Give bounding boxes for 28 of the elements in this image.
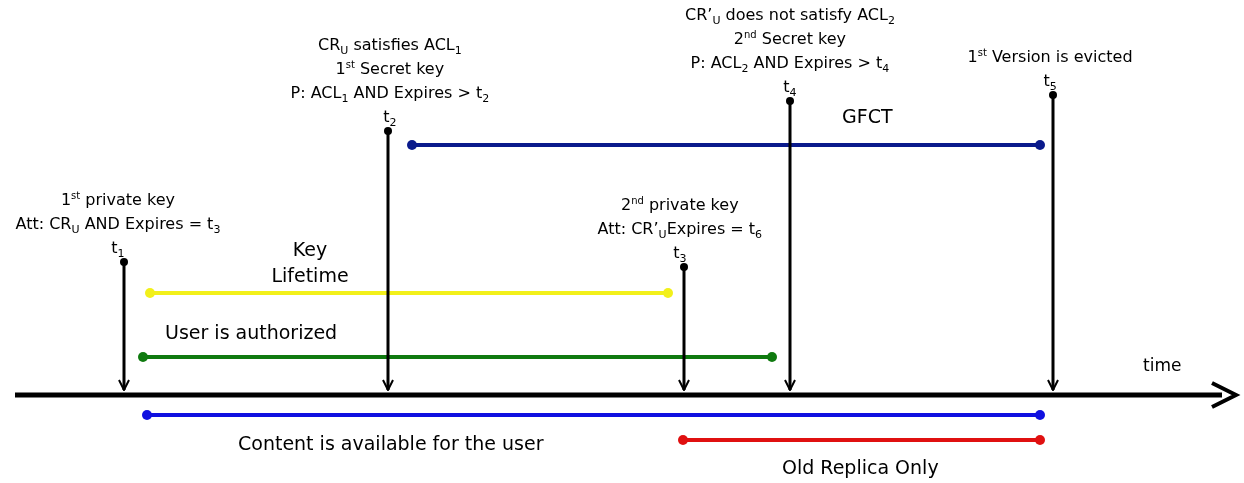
event-text: 1$^{st}$ Version is evicted xyxy=(967,45,1133,68)
interval-label: Content is available for the user xyxy=(238,431,544,455)
event-text: 2$^{nd}$ Secret key xyxy=(733,27,847,50)
axis-label: time xyxy=(1143,354,1182,377)
event-text: CR$_{U}$ satisfies ACL$_{1}$ xyxy=(318,34,462,57)
event-arrow xyxy=(118,258,130,391)
interval-label: User is authorized xyxy=(165,320,338,344)
event-text: 1$^{st}$ Secret key xyxy=(335,57,445,80)
interval-label: Old Replica Only xyxy=(782,455,939,479)
time-axis xyxy=(15,381,1241,409)
interval-label: GFCT xyxy=(842,104,893,128)
event-arrow xyxy=(382,127,394,391)
event-arrow xyxy=(1047,91,1059,391)
time-mark: t$_{2}$ xyxy=(383,106,397,129)
event-text: P: ACL$_{2}$ AND Expires > t$_{4}$ xyxy=(690,52,890,75)
interval-label: Key Lifetime xyxy=(270,237,350,288)
event-text: CR’$_{U}$ does not satisfy ACL$_{2}$ xyxy=(685,4,895,27)
event-text: 1$^{st}$ private key xyxy=(60,188,175,211)
time-mark: t$_{5}$ xyxy=(1043,70,1057,93)
time-mark: t$_{1}$ xyxy=(111,237,125,260)
event-text: Att: CR$_{U}$ AND Expires = t$_{3}$ xyxy=(15,213,221,236)
time-mark: t$_{4}$ xyxy=(783,76,797,99)
time-mark: t$_{3}$ xyxy=(673,242,687,265)
event-text: P: ACL$_{1}$ AND Expires > t$_{2}$ xyxy=(290,82,490,105)
event-arrow xyxy=(784,97,796,391)
event-text: Att: CR’$_{U}$Expires = t$_{6}$ xyxy=(597,218,763,241)
event-arrow xyxy=(678,263,690,391)
event-text: 2$^{nd}$ private key xyxy=(620,193,739,216)
